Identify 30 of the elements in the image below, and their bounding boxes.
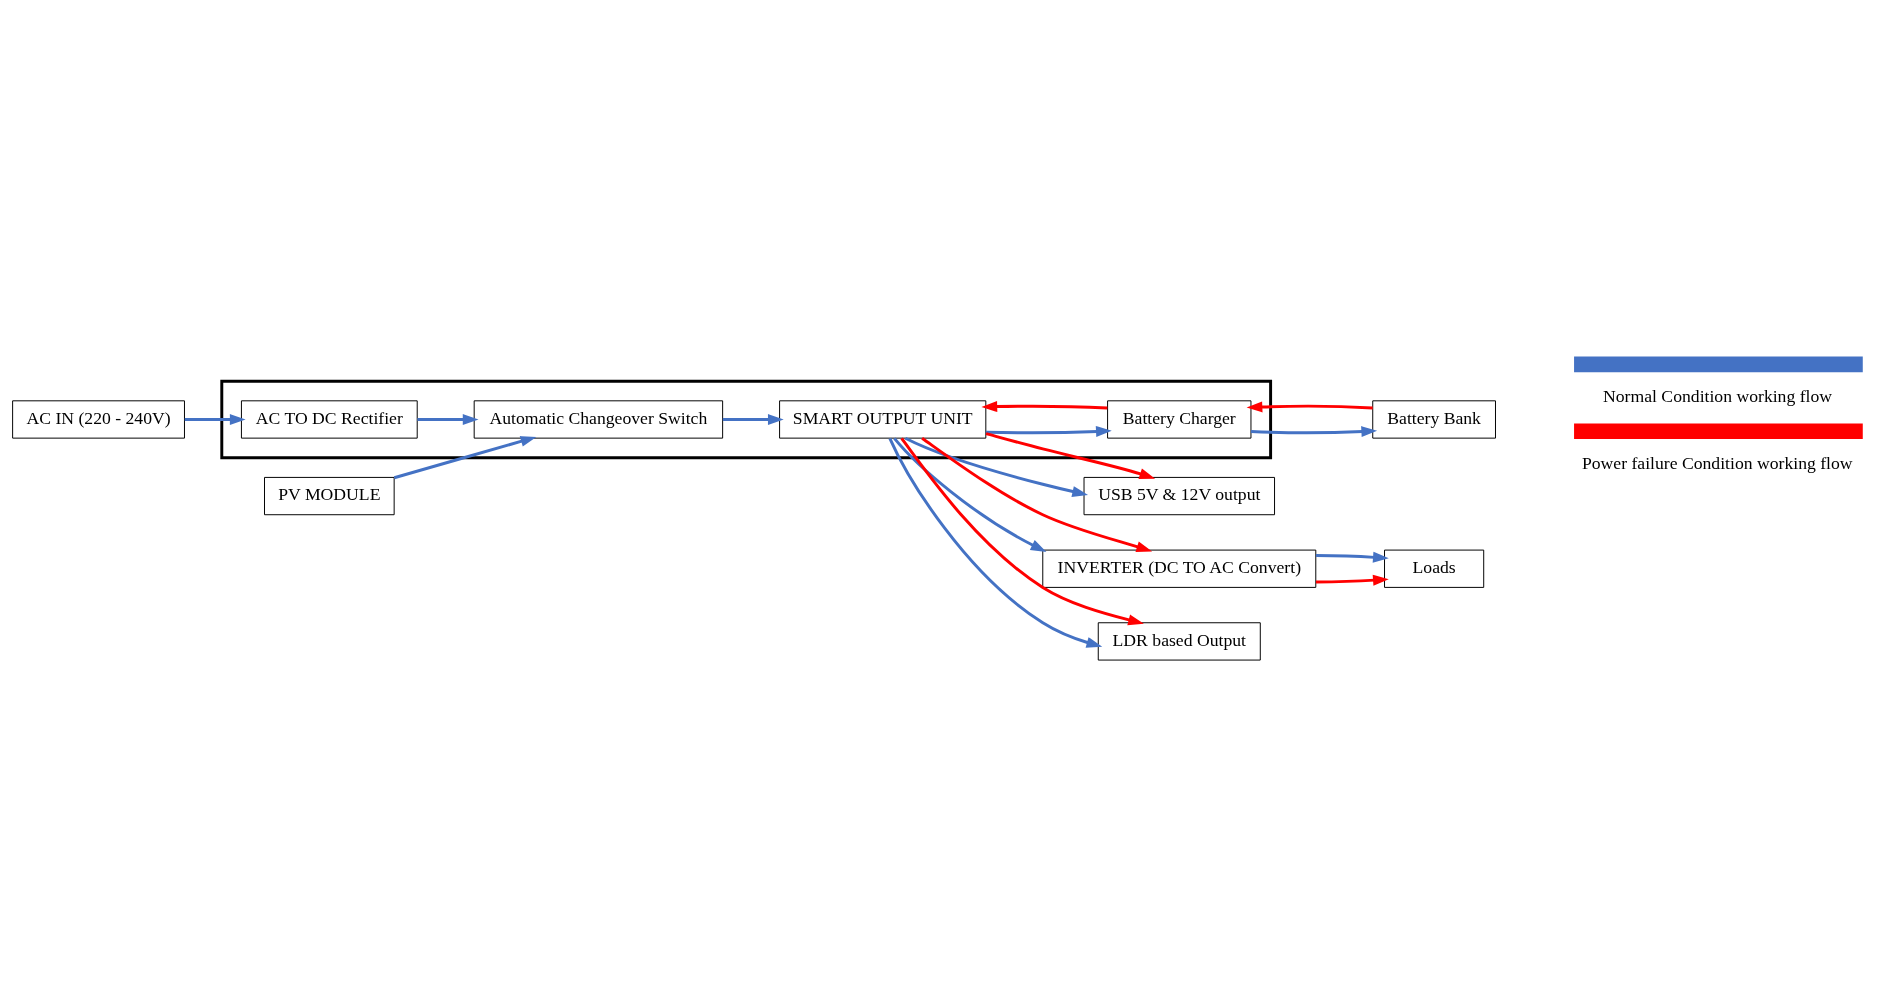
arrow <box>184 413 246 425</box>
arrow <box>985 426 1112 438</box>
node-box: AC IN (220 - 240V) <box>12 400 185 439</box>
arrow <box>1250 426 1378 438</box>
legend-label: Normal Condition working flow <box>1603 386 1833 407</box>
cluster <box>220 379 1273 460</box>
arrow <box>904 436 1089 497</box>
arrow <box>981 401 1108 413</box>
node-box: INVERTER (DC TO AC Convert) <box>1042 549 1317 588</box>
node-box: PV MODULE <box>264 476 395 516</box>
arrow <box>722 413 784 425</box>
node-box: AC TO DC Rectifier <box>240 400 418 439</box>
node-box: Battery Bank <box>1372 400 1496 439</box>
arrow <box>888 437 1103 648</box>
arrow <box>417 413 479 425</box>
arrow <box>1246 401 1373 413</box>
arrow <box>1315 574 1389 586</box>
arrow <box>900 437 1144 626</box>
legend-label: Power failure Condition working flow <box>1581 452 1853 473</box>
arrow <box>393 436 537 480</box>
node-box: USB 5V & 12V output <box>1083 476 1276 516</box>
arrow <box>1315 551 1389 563</box>
node-box: SMART OUTPUT UNIT <box>779 400 987 439</box>
node-box: Automatic Changeover Switch <box>473 400 724 439</box>
arrow <box>893 437 1047 552</box>
node-box: Loads <box>1384 549 1485 588</box>
node-box: LDR based Output <box>1097 622 1261 661</box>
node-box: Battery Charger <box>1107 400 1252 439</box>
arrow <box>921 437 1153 552</box>
arrow <box>985 432 1156 479</box>
